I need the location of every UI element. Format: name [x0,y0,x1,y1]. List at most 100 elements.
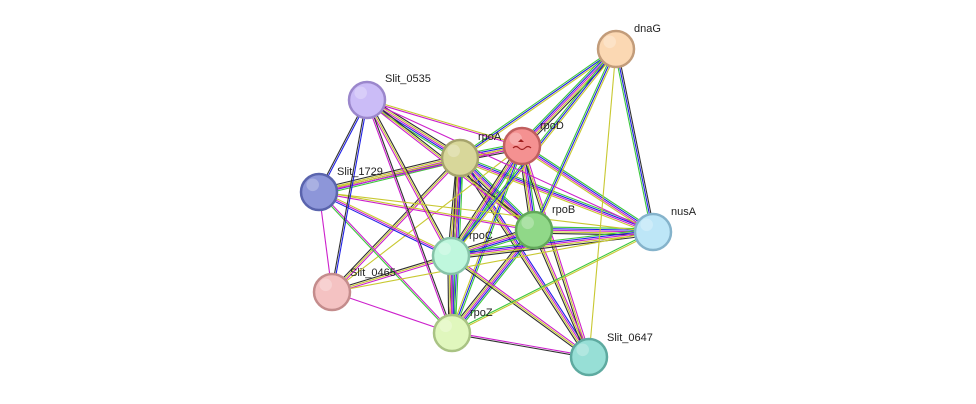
node-highlight [576,343,589,357]
node-circle[interactable] [440,138,480,178]
node-circle[interactable] [569,337,609,377]
node-nusA[interactable] [633,212,673,252]
edge-evidence-line [367,99,454,333]
edge-evidence-line [523,50,619,149]
edge-rpoZ-Slit_0535[interactable] [365,99,454,334]
edge-evidence-line [365,100,451,258]
edge-evidence-line [522,144,654,232]
edge-evidence-line [318,192,534,232]
edge-evidence-line [534,49,618,231]
edge-evidence-line [458,159,653,235]
edge-evidence-line [532,48,616,230]
edge-evidence-line [534,226,654,230]
node-label-nusA: nusA [671,206,697,218]
edge-rpoC-Slit_0465[interactable] [331,253,452,295]
node-Slit_0535[interactable] [347,80,387,120]
edge-evidence-line [451,254,591,357]
edge-rpoB-dnaG[interactable] [532,48,618,231]
node-circle[interactable] [299,172,339,212]
edge-evidence-line [460,49,618,160]
node-circle[interactable] [596,29,636,69]
node-rpoZ[interactable] [432,313,472,353]
node-circle[interactable] [432,313,472,353]
node-rpoB[interactable] [514,210,554,250]
node-highlight [447,144,461,158]
node-label-dnaG: dnaG [634,23,661,35]
edge-rpoC-Slit_0647[interactable] [449,254,591,359]
edge-rpoC-Slit_1729[interactable] [318,190,452,258]
nodes-layer [299,29,673,377]
node-dnaG[interactable] [596,29,636,69]
node-Slit_0647[interactable] [569,337,609,377]
node-circle[interactable] [633,212,673,252]
edge-evidence-line [533,229,590,358]
edge-evidence-line [450,145,523,257]
edge-evidence-line [449,144,522,256]
edge-evidence-line [331,255,452,293]
node-highlight [439,319,453,333]
edge-evidence-line [318,192,452,334]
edge-rpoD-Slit_0465[interactable] [331,145,523,293]
node-label-Slit_0535: Slit_0535 [385,73,431,85]
edge-dnaG-Slit_0647[interactable] [588,48,617,358]
edge-evidence-line [450,229,653,255]
node-Slit_0465[interactable] [312,272,352,312]
edge-nusA-dnaG[interactable] [613,48,656,233]
edge-rpoA-dnaG[interactable] [458,47,618,160]
edge-evidence-line [318,192,451,258]
edge-evidence-line [330,99,367,292]
edge-rpoZ-nusA[interactable] [451,230,654,335]
node-circle[interactable] [312,272,352,312]
edge-evidence-line [332,257,452,295]
edge-evidence-line [520,147,652,235]
edge-evidence-line [318,155,460,191]
edge-rpoC-nusA[interactable] [450,228,654,260]
node-circle[interactable] [514,210,554,250]
edge-evidence-line [458,158,589,358]
edge-evidence-line [521,145,590,358]
node-circle[interactable] [347,80,387,120]
edge-evidence-line [460,156,654,232]
node-circle[interactable] [431,236,471,276]
edge-rpoD-Slit_0647[interactable] [519,145,592,358]
node-circle[interactable] [502,126,542,166]
edge-Slit_0535-nusA[interactable] [366,99,654,233]
edge-evidence-line [319,191,453,333]
edge-rpoD-dnaG[interactable] [519,46,619,149]
node-highlight [438,242,452,256]
node-label-Slit_1729: Slit_1729 [337,166,383,178]
edge-evidence-line [366,99,452,257]
edge-evidence-line [331,253,451,291]
edge-rpoZ-Slit_0465[interactable] [331,291,453,334]
edge-rpoZ-Slit_1729[interactable] [318,191,453,334]
edge-evidence-line [519,46,615,145]
edge-evidence-line [331,145,523,293]
node-highlight [319,278,333,292]
node-Slit_1729[interactable] [299,172,339,212]
node-rpoD[interactable] [502,126,542,166]
edge-rpoA-Slit_0465[interactable] [330,156,462,294]
edge-Slit_0535-Slit_0465[interactable] [330,99,369,293]
node-label-Slit_0465: Slit_0465 [350,267,396,279]
edge-evidence-line [449,256,589,359]
edge-rpoC-Slit_0535[interactable] [365,98,453,258]
edge-evidence-line [458,47,616,158]
edge-rpoZ-Slit_0647[interactable] [451,331,590,359]
edge-evidence-line [521,48,617,147]
edge-evidence-line [459,48,617,159]
edge-evidence-line [452,331,590,357]
edge-rpoD-nusA[interactable] [520,143,655,235]
edge-evidence-line [459,158,653,234]
edge-evidence-line [367,98,453,256]
edge-evidence-line [532,230,589,358]
edge-nusA-Slit_1729[interactable] [318,191,654,233]
node-rpoA[interactable] [440,138,480,178]
edge-rpoD-Slit_0535[interactable] [366,98,523,148]
node-highlight [603,35,616,49]
node-highlight [306,178,320,192]
edge-evidence-line [521,146,653,234]
edge-rpoB-Slit_0647[interactable] [532,229,591,358]
edges-layer [317,46,656,359]
node-rpoC[interactable] [431,236,471,276]
